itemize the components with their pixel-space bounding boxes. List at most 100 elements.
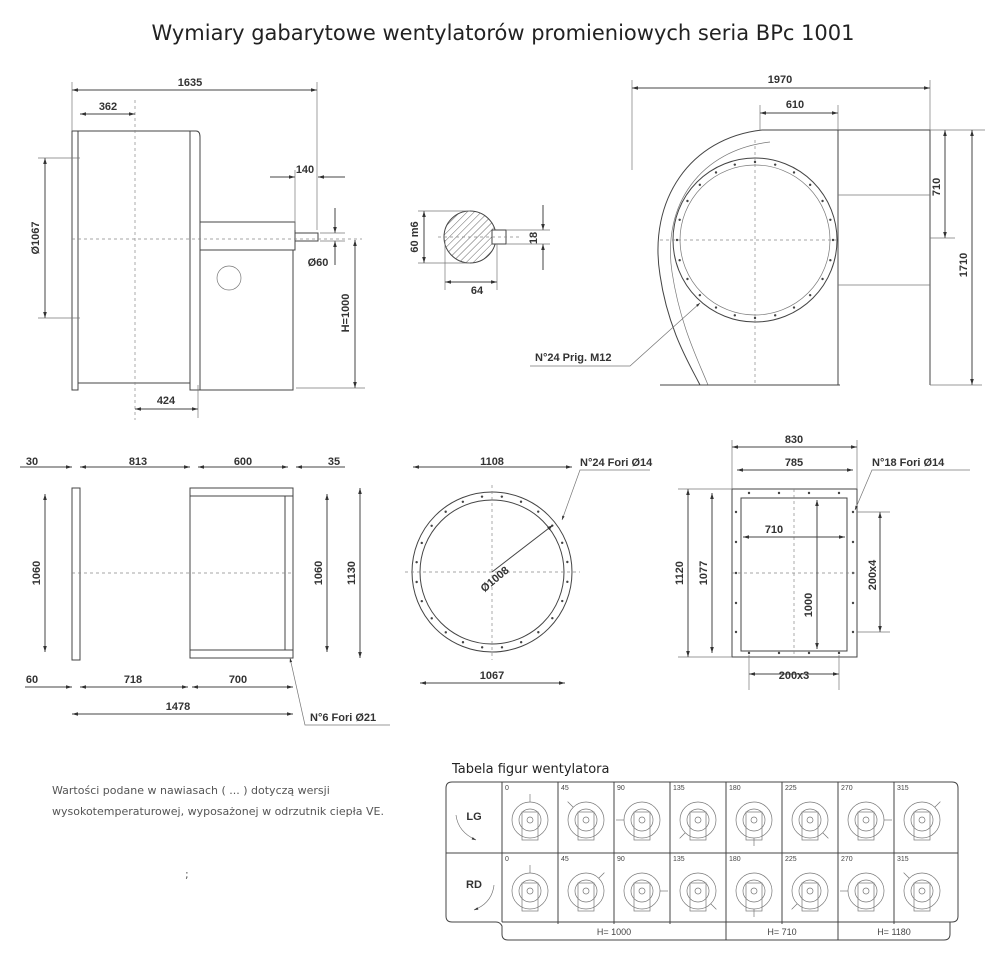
bolt-hole bbox=[480, 646, 484, 649]
height-group-1180: H= 1180 bbox=[877, 927, 911, 937]
bolt-hole bbox=[734, 630, 738, 634]
bolt-hole bbox=[444, 510, 447, 513]
bolt-hole bbox=[686, 199, 689, 203]
dim-outlet-offset: 610 bbox=[786, 99, 804, 111]
bolt-hole bbox=[480, 495, 484, 498]
dim-60: 60 bbox=[26, 674, 38, 686]
angle-label: 180 bbox=[729, 856, 741, 863]
bolt-hole bbox=[561, 599, 564, 603]
fan-orientation-lg-90-icon bbox=[616, 801, 661, 841]
bolt-hole bbox=[829, 218, 832, 222]
angle-label: 90 bbox=[617, 856, 625, 863]
bolt-hole bbox=[851, 540, 855, 544]
fan-orientation-lg-315-icon bbox=[903, 801, 941, 841]
dim-shaft-fit: 60 m6 bbox=[409, 221, 421, 252]
angle-label: 225 bbox=[785, 856, 797, 863]
bolt-hole bbox=[734, 571, 738, 575]
dim-30: 30 bbox=[26, 456, 38, 468]
bolt-hole bbox=[837, 491, 841, 495]
page-title: Wymiary gabarytowe wentylatorów promieni… bbox=[151, 21, 854, 45]
bolt-hole bbox=[831, 238, 835, 242]
dim-shaft-width: 64 bbox=[471, 285, 484, 297]
angle-label: 315 bbox=[897, 856, 909, 863]
bolt-hole bbox=[430, 524, 433, 527]
fan-orientation-lg-225-icon bbox=[791, 801, 829, 841]
dim-height: H=1000 bbox=[340, 294, 352, 333]
angle-label: 135 bbox=[673, 785, 685, 792]
bolt-hole bbox=[851, 510, 855, 514]
bolt-hole bbox=[566, 560, 569, 564]
fan-orientation-lg-135-icon bbox=[679, 801, 717, 841]
bolt-hole bbox=[714, 306, 718, 309]
bolt-hole bbox=[829, 258, 832, 262]
bolt-hole bbox=[519, 500, 523, 503]
bolt-hole bbox=[675, 238, 679, 242]
bolt-hole bbox=[777, 651, 781, 655]
bolt-hole bbox=[551, 617, 554, 620]
bolt-hole bbox=[747, 651, 751, 655]
dim-1077: 1077 bbox=[698, 561, 710, 585]
dim-710: 710 bbox=[765, 524, 783, 536]
dim-813: 813 bbox=[129, 456, 147, 468]
dim-flange-inner: 1067 bbox=[480, 670, 504, 682]
bolt-hole bbox=[821, 199, 824, 203]
bolt-hole bbox=[560, 541, 564, 545]
bolt-hole bbox=[753, 160, 757, 164]
fan-orientation-rd-45-icon bbox=[567, 872, 605, 912]
rotation-arrow-rd-icon bbox=[473, 884, 495, 911]
bolt-hole bbox=[851, 601, 855, 605]
bolt-hole bbox=[686, 277, 689, 281]
angle-label: 225 bbox=[785, 785, 797, 792]
bolt-hole bbox=[519, 640, 523, 644]
bolt-hole bbox=[734, 540, 738, 544]
dim-key: 18 bbox=[528, 232, 540, 244]
stray-mark: ; bbox=[185, 868, 189, 881]
angle-label: 270 bbox=[841, 785, 853, 792]
bolt-hole bbox=[773, 314, 777, 317]
height-group-1000: H= 1000 bbox=[597, 927, 631, 937]
dim-inlet-depth: 362 bbox=[99, 101, 117, 113]
bolt-hole bbox=[461, 500, 465, 504]
bolt-hole bbox=[500, 646, 504, 649]
bolt-hole bbox=[420, 599, 424, 603]
fan-orientation-rd-135-icon bbox=[679, 872, 717, 912]
shaft-section: 60 m6 64 18 bbox=[409, 205, 550, 297]
bolt-hole bbox=[500, 495, 504, 498]
dim-outlet-height: 710 bbox=[931, 178, 943, 196]
fan-orientation-rd-180-icon bbox=[735, 872, 773, 917]
dim-830: 830 bbox=[785, 434, 803, 446]
dim-600: 600 bbox=[234, 456, 252, 468]
bolt-hole bbox=[678, 258, 681, 262]
bolt-hole bbox=[807, 491, 811, 495]
fan-orientation-rd-0-icon bbox=[511, 865, 549, 912]
fan-orientation-lg-0-icon bbox=[511, 794, 549, 841]
bolt-hole bbox=[537, 631, 540, 634]
dim-200x4: 200x4 bbox=[867, 559, 879, 590]
inlet-holes-label: N°24 Fori Ø14 bbox=[580, 457, 653, 469]
bolt-hole bbox=[747, 491, 751, 495]
bolt-hole bbox=[734, 510, 738, 514]
angle-label: 90 bbox=[617, 785, 625, 792]
bolt-hole bbox=[807, 651, 811, 655]
row-label-lg: LG bbox=[466, 811, 481, 823]
dim-35: 35 bbox=[328, 456, 340, 468]
dim-front-width: 1970 bbox=[768, 74, 792, 86]
top-view: 30 813 600 35 1060 1060 1130 60 718 700 … bbox=[20, 456, 390, 726]
dim-shaft-diameter: Ø60 bbox=[308, 257, 329, 269]
bolt-hole bbox=[733, 163, 737, 166]
fan-orientation-lg-45-icon bbox=[567, 801, 605, 841]
bolt-hole bbox=[821, 277, 824, 281]
bolt-hole bbox=[698, 183, 702, 187]
dim-1000: 1000 bbox=[803, 593, 815, 617]
bolt-hole bbox=[792, 306, 796, 309]
angle-label: 315 bbox=[897, 785, 909, 792]
bolt-hole bbox=[537, 510, 540, 513]
bolt-hole bbox=[461, 641, 465, 644]
table-title: Tabela figur wentylatora bbox=[451, 762, 609, 777]
outlet-holes-label: N°18 Fori Ø14 bbox=[872, 457, 945, 469]
dim-200x3: 200x3 bbox=[779, 670, 810, 682]
angle-label: 135 bbox=[673, 856, 685, 863]
fan-orientation-rd-315-icon bbox=[903, 872, 941, 912]
